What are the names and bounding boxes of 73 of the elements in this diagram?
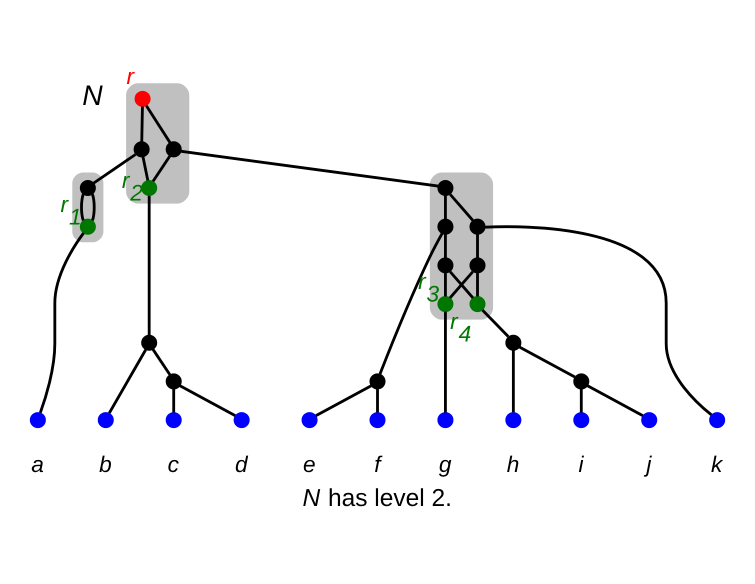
- node-circle: [234, 412, 250, 428]
- connector: [181, 149, 438, 187]
- connector: [39, 232, 85, 413]
- connector: [80, 193, 85, 220]
- connector: [444, 234, 447, 258]
- connector: [512, 350, 515, 412]
- connector: [148, 195, 151, 335]
- node-circle: [573, 372, 590, 389]
- connector: [145, 104, 172, 143]
- node-label: b: [99, 452, 112, 477]
- node-circle: [437, 412, 454, 428]
- node-circle: [141, 179, 158, 196]
- node-circle: [166, 412, 182, 428]
- connector: [449, 192, 474, 221]
- node-circle: [80, 218, 96, 234]
- node-label: e: [302, 452, 316, 477]
- node-label: f: [374, 452, 380, 477]
- node-label: a: [31, 452, 44, 477]
- connector: [444, 195, 447, 219]
- node-circle: [141, 334, 158, 350]
- connector: [92, 152, 136, 184]
- connector: [172, 388, 176, 412]
- node-label: i: [578, 452, 584, 477]
- node-label: c: [168, 452, 179, 477]
- node-circle: [30, 412, 46, 428]
- connector: [485, 224, 712, 416]
- connector: [378, 232, 444, 374]
- connector: [179, 384, 236, 416]
- connector: [476, 272, 479, 296]
- node-circle: [469, 256, 486, 273]
- node-circle: [641, 412, 658, 428]
- node-circle: [98, 412, 114, 428]
- connector: [580, 388, 583, 412]
- connector: [376, 388, 379, 412]
- node-circle: [302, 412, 318, 428]
- node-label: j: [646, 452, 652, 477]
- node-circle: [166, 140, 182, 157]
- node-label: k: [711, 452, 722, 477]
- node-circle: [437, 296, 454, 312]
- node-circle: [80, 179, 96, 196]
- connector: [444, 311, 447, 412]
- label: N: [82, 78, 103, 110]
- node-circle: [134, 90, 151, 106]
- node-circle: [437, 256, 454, 273]
- node-label: h: [506, 452, 520, 477]
- connector: [142, 156, 150, 180]
- node-circle: [437, 179, 454, 196]
- connector: [518, 345, 576, 378]
- connector: [444, 272, 447, 296]
- caption: N has level 2.: [302, 484, 452, 512]
- node-circle: [505, 412, 522, 428]
- node-circle: [437, 218, 454, 234]
- node-circle: [166, 372, 182, 389]
- node-label: d: [235, 452, 248, 477]
- node-label: g: [438, 452, 452, 477]
- connector: [91, 193, 96, 220]
- connector: [476, 234, 479, 258]
- node-circle: [469, 296, 486, 312]
- node-circle: [469, 218, 486, 234]
- connector: [152, 154, 172, 182]
- node-circle: [505, 334, 522, 350]
- node-circle: [369, 412, 386, 428]
- connector: [152, 348, 171, 375]
- node-circle: [709, 412, 726, 428]
- connector: [481, 308, 510, 337]
- connector: [586, 384, 644, 416]
- connector: [108, 348, 147, 414]
- node-circle: [573, 412, 590, 428]
- node-label: r: [126, 63, 134, 88]
- connector: [140, 106, 144, 142]
- node-circle: [369, 372, 386, 389]
- node-circle: [134, 140, 150, 157]
- connector: [315, 384, 372, 416]
